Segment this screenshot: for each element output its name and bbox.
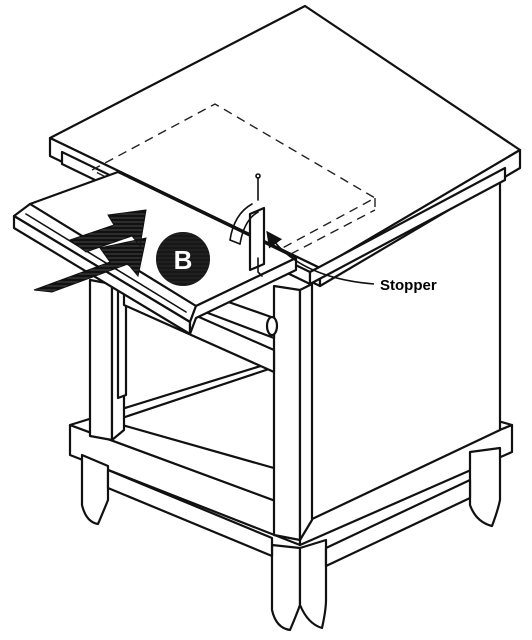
step-badge: B <box>156 232 210 286</box>
slide-knob <box>265 315 279 337</box>
front-right-foot <box>270 538 328 632</box>
bold-arrow-right-icon <box>33 209 147 293</box>
swing-arc-icon <box>229 203 259 245</box>
stopper <box>248 173 266 277</box>
rear-right-foot <box>468 446 502 528</box>
front-left-foot <box>80 453 110 526</box>
rear-left-stretcher <box>106 468 472 568</box>
pull-out-tray <box>12 170 298 336</box>
curved-arrow-icon <box>266 230 375 285</box>
stopper-callout-label: Stopper <box>380 277 437 294</box>
nightstand <box>12 4 522 632</box>
front-right-leg <box>272 282 314 542</box>
step-badge-letter: B <box>174 245 193 275</box>
